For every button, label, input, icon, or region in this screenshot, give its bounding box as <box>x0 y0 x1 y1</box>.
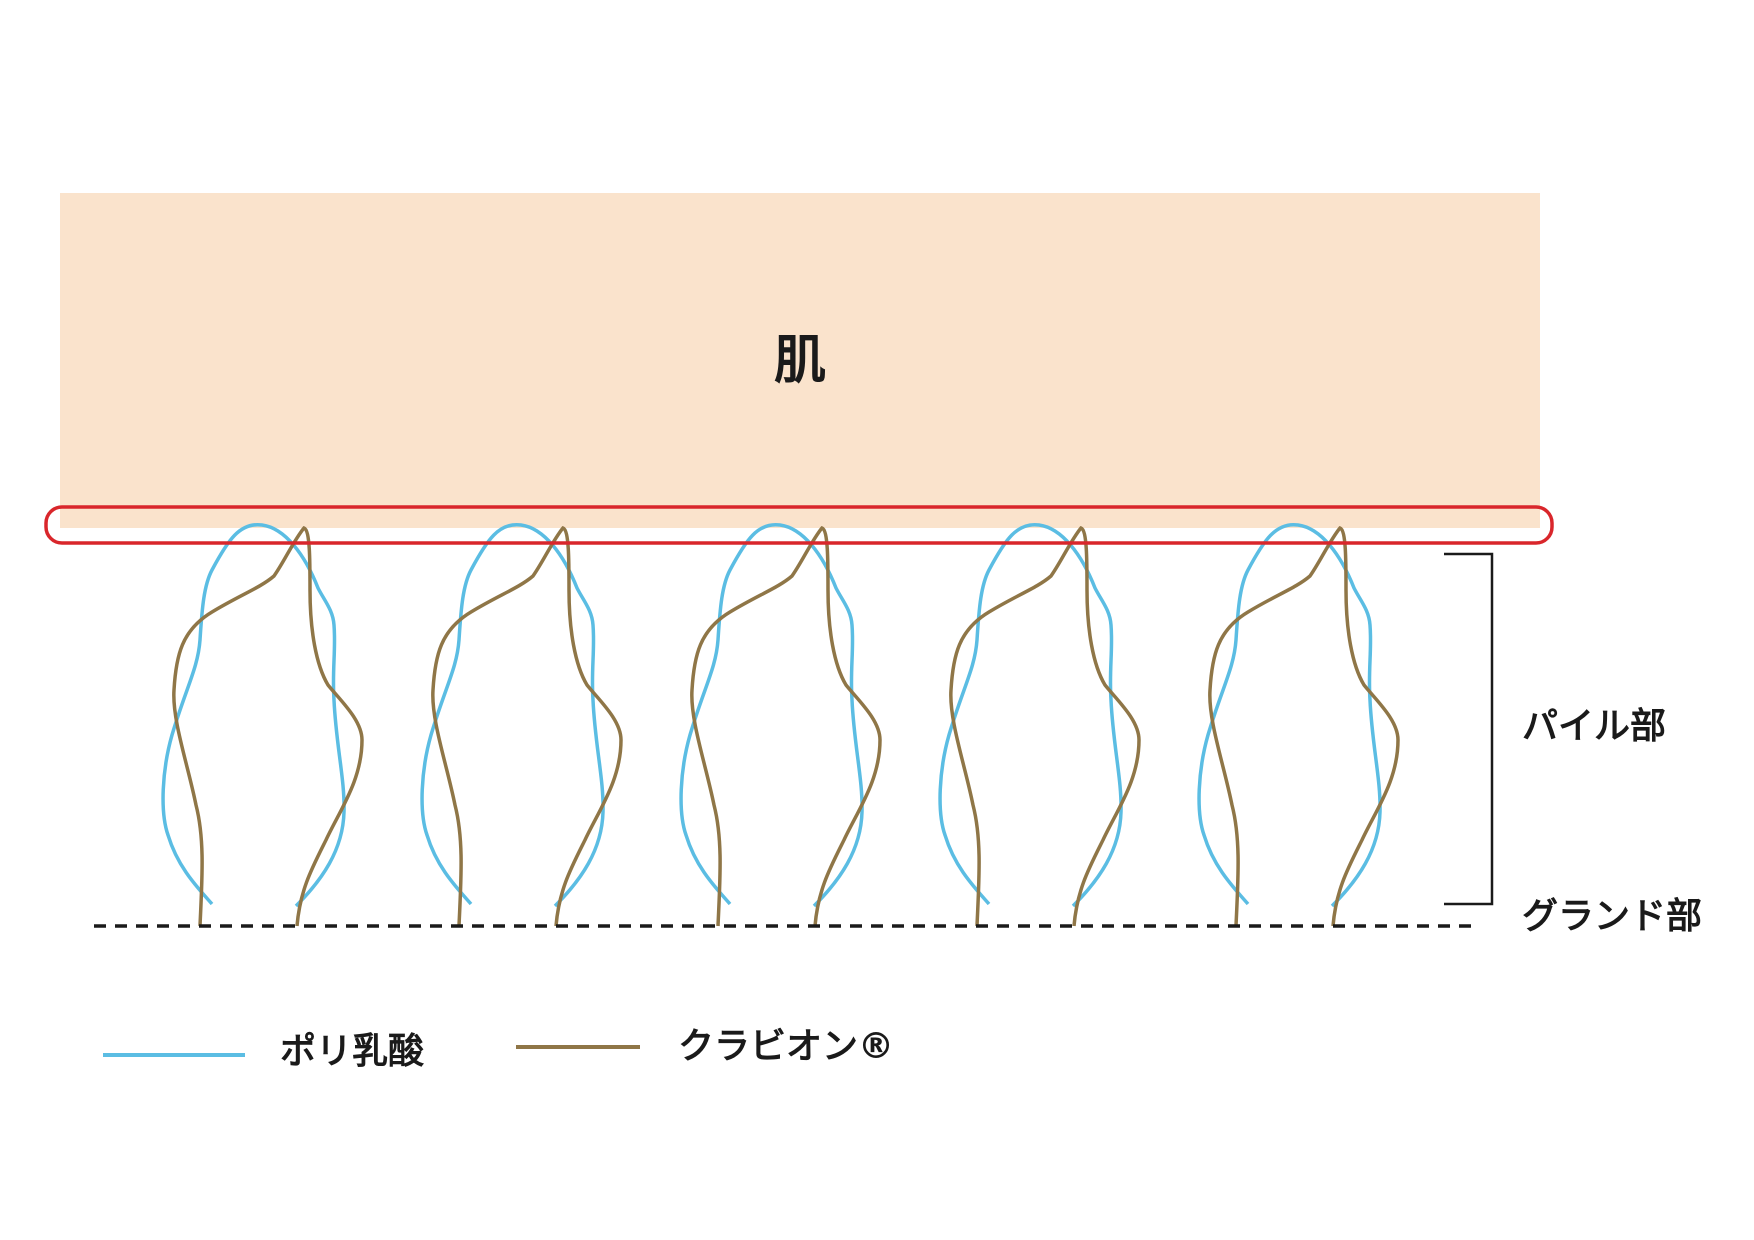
legend-label-clabion: クラビオン® <box>678 1026 894 1067</box>
skin-label: 肌 <box>774 331 826 391</box>
skin-layer <box>60 193 1540 528</box>
pla-fiber <box>161 523 346 908</box>
pile-section-label: パイル部 <box>1522 706 1666 747</box>
pla-fiber <box>420 523 605 908</box>
clabion-fiber <box>949 525 1141 927</box>
clabion-fiber <box>690 525 882 927</box>
pla-fiber <box>1197 523 1382 908</box>
clabion-fiber <box>431 525 623 927</box>
clabion-fiber <box>1208 525 1400 927</box>
legend-label-pla: ポリ乳酸 <box>280 1030 424 1072</box>
ground-section-label: グランド部 <box>1522 896 1702 937</box>
clabion-fiber <box>172 525 364 927</box>
pile-loop <box>679 523 882 927</box>
pile-loop <box>420 523 623 927</box>
pla-fiber <box>679 523 864 908</box>
skin-contact-highlight <box>44 505 1554 545</box>
legend: ポリ乳酸 クラビオン® <box>103 1026 894 1072</box>
fiber-loops <box>161 523 1400 927</box>
pile-loop <box>1197 523 1400 927</box>
pla-fiber <box>938 523 1123 908</box>
pile-bracket <box>1444 552 1494 906</box>
pile-loop <box>938 523 1141 927</box>
pile-loop <box>161 523 364 927</box>
